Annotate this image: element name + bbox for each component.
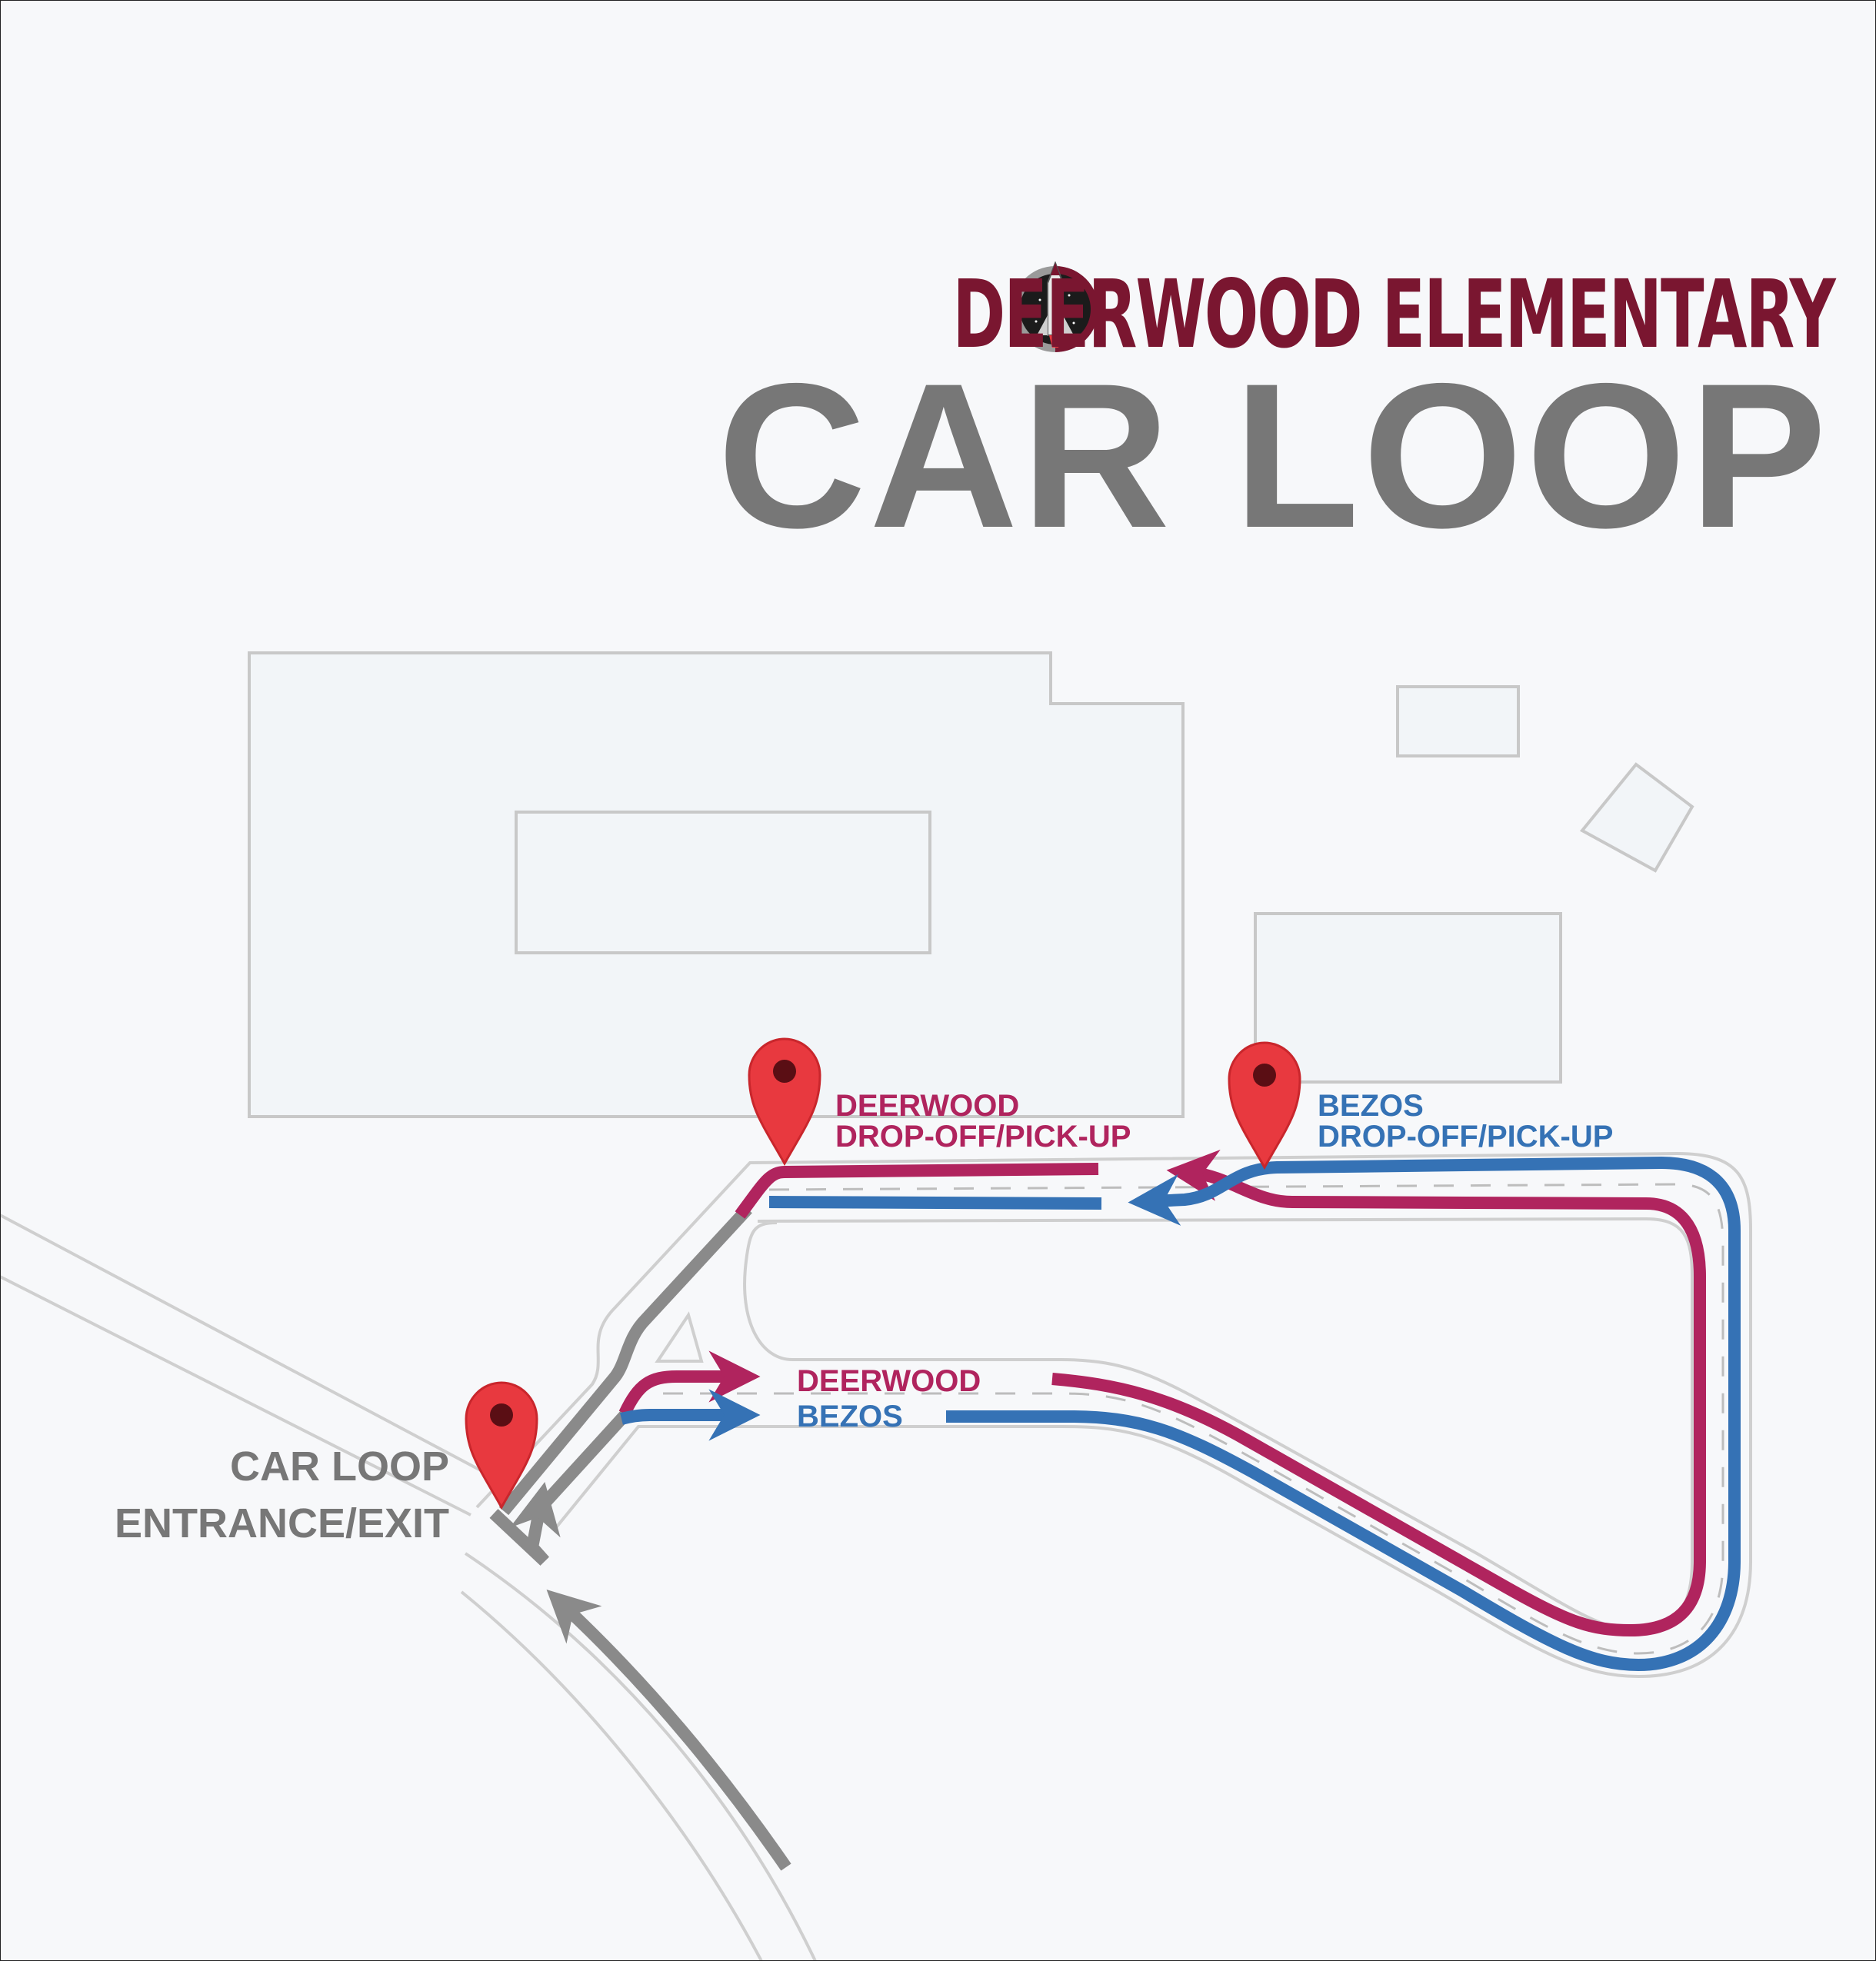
- school-name: DEERWOOD ELEMENTARY: [952, 260, 1836, 369]
- deerwood-stop-label-line1: DEERWOOD: [835, 1089, 1020, 1123]
- approach-arrow: [546, 1589, 791, 1871]
- deerwood-entry-arrow: [618, 1350, 761, 1417]
- island-triangle: [655, 1311, 704, 1363]
- road-edge-3: [464, 1552, 817, 1961]
- courtyard: [515, 811, 931, 954]
- pin-deerwood-marker: [748, 1037, 821, 1167]
- buildings: [248, 651, 1694, 1118]
- portable-building: [1254, 912, 1562, 1084]
- driveway-edge-inner: [743, 1217, 1694, 1633]
- pin-bezos-marker: [1228, 1041, 1301, 1170]
- entrance-route: [489, 1204, 791, 1871]
- turn-in-arrow: [489, 1482, 561, 1566]
- bezos-loop: [946, 1156, 1741, 1672]
- pin-entrance-dot: [490, 1403, 513, 1427]
- bezos-stop-lane: [768, 1196, 1102, 1210]
- pin-bezos[interactable]: [1228, 1041, 1301, 1170]
- pin-entrance-marker: [465, 1381, 538, 1510]
- road-edge-4: [460, 1590, 763, 1961]
- bezos-route: [620, 1156, 1741, 1672]
- page-title: CAR LOOP: [717, 340, 1830, 571]
- small-building: [1396, 685, 1520, 757]
- rocket-shuttle-logo: [1012, 261, 1098, 352]
- bezos-stop-label-line1: BEZOS: [1318, 1089, 1424, 1123]
- pin-deerwood-dot: [773, 1060, 796, 1083]
- pin-deerwood[interactable]: [748, 1037, 821, 1167]
- deerwood-stop-lane: [735, 1163, 1099, 1219]
- lane-label-bezos: BEZOS: [797, 1400, 903, 1433]
- pin-entrance[interactable]: [465, 1381, 538, 1510]
- roads: [0, 1151, 1752, 1961]
- main-road-edge-2: [0, 1275, 471, 1517]
- deerwood-loop: [1051, 1149, 1706, 1637]
- pin-bezos-dot: [1253, 1064, 1276, 1087]
- lane-label-deerwood: DEERWOOD: [797, 1364, 981, 1398]
- entrance-label-line2: ENTRANCE/EXIT: [114, 1500, 449, 1546]
- deerwood-stop-label-line2: DROP-OFF/PICK-UP: [835, 1120, 1131, 1154]
- entry-lane: [538, 1406, 634, 1510]
- lane-divider-dashes: [646, 1183, 1724, 1655]
- bezos-entry-arrow: [620, 1389, 761, 1441]
- deerwood-route: [618, 1149, 1706, 1637]
- entrance-label-line1: CAR LOOP: [229, 1443, 449, 1490]
- bezos-stop-label-line2: DROP-OFF/PICK-UP: [1318, 1120, 1614, 1154]
- exit-path: [498, 1204, 752, 1516]
- driveway-edge-outer: [475, 1151, 1752, 1679]
- tilted-building: [1579, 762, 1694, 873]
- main-road-edge-1: [0, 1214, 493, 1478]
